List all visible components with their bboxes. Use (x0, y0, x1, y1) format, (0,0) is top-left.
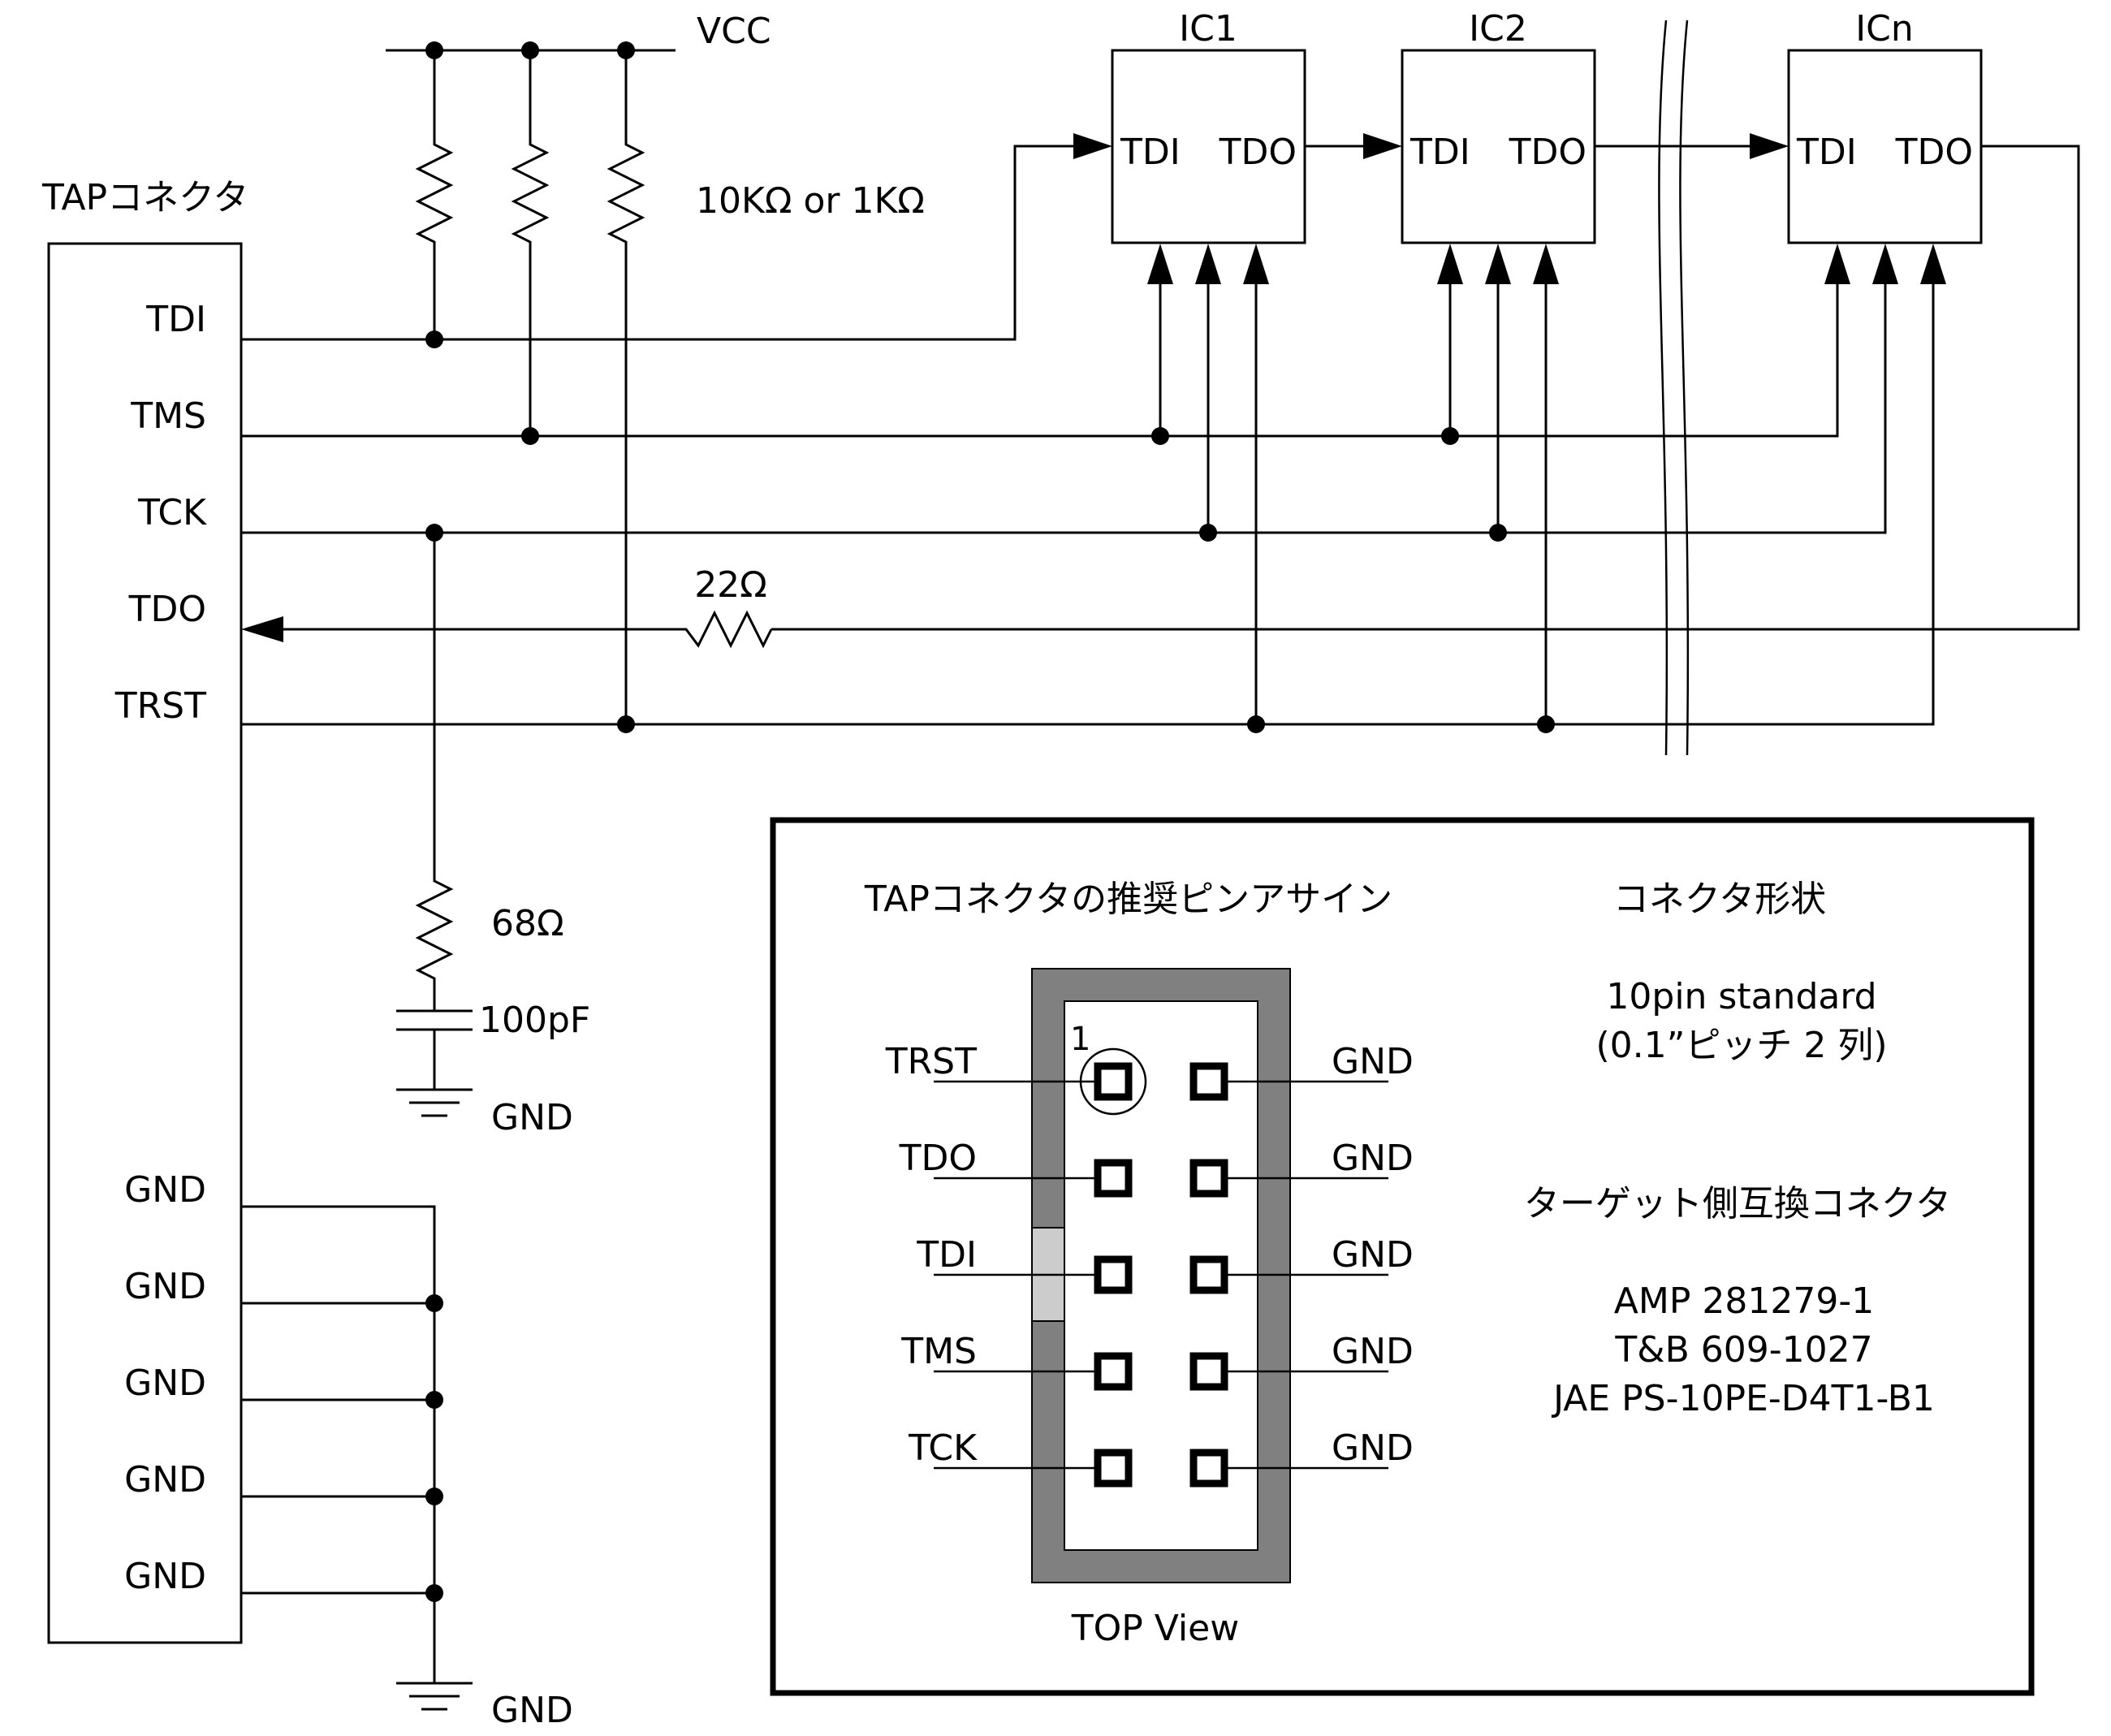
hdr-pin-gnd-2: GND (1332, 1138, 1414, 1179)
tap-connector-body (47, 242, 243, 1644)
ic1-tdi: TDI (1120, 132, 1181, 173)
connector-shape-line2: (0.1”ピッチ 2 列) (1595, 1025, 1887, 1066)
ic1-tdo: TDO (1219, 132, 1297, 173)
connector-shape-line1: 10pin standard (1606, 976, 1876, 1017)
arrow-icn-tdi (1750, 133, 1789, 159)
tap-pin-trst: TRST (114, 685, 206, 727)
hdr-pin-gnd-1: GND (1332, 1041, 1414, 1082)
compat-part-jae: JAE PS-10PE-D4T1-B1 (1551, 1378, 1935, 1419)
gnd-label-bus: GND (491, 1690, 573, 1731)
icn-tdi: TDI (1796, 132, 1857, 173)
term-resistor-label: 68Ω (491, 903, 564, 944)
pullup-resistors: 10KΩ or 1KΩ (415, 50, 925, 724)
tap-pin-tdi: TDI (145, 299, 206, 340)
tap-pin-gnd-4: GND (124, 1459, 206, 1501)
tap-pin-tdo: TDO (128, 589, 206, 630)
ic-chain: IC1 TDI TDO IC2 TDI TDO ICn TDI TDO (1111, 8, 1983, 244)
term-capacitor-label: 100pF (479, 1000, 590, 1041)
hdr-pin-tdo: TDO (899, 1138, 977, 1179)
vcc-label: VCC (697, 11, 771, 52)
info-box: TAPコネクタの推奨ピンアサイン (770, 817, 2035, 1696)
chain-break-mark (1658, 19, 1690, 756)
header-connector: 1 (934, 968, 1388, 1583)
icn-tdo: TDO (1895, 132, 1973, 173)
hdr-pin-trst: TRST (885, 1041, 977, 1082)
tap-pin-gnd-1: GND (124, 1169, 206, 1211)
hdr-pin-tdi: TDI (916, 1234, 977, 1276)
tap-pin-gnd-5: GND (124, 1556, 206, 1597)
compat-connector-title: ターゲット側互換コネクタ (1524, 1183, 1951, 1224)
tck-termination: 68Ω 100pF GND (396, 533, 590, 1138)
arrow-ic2-tdi (1363, 133, 1402, 159)
hdr-pin-gnd-4: GND (1332, 1331, 1414, 1372)
arrow-ic1-tdi (1073, 133, 1112, 159)
top-view-label: TOP View (1071, 1608, 1239, 1649)
ic2-tdo: TDO (1509, 132, 1586, 173)
icn-name: ICn (1855, 8, 1914, 50)
pin1-marker: 1 (1070, 1021, 1090, 1058)
ic2-tdi: TDI (1409, 132, 1470, 173)
arrow-tap-tdo (241, 616, 283, 642)
tap-pin-gnd-2: GND (124, 1266, 206, 1307)
gnd-label-term: GND (491, 1097, 573, 1138)
hdr-pin-tms: TMS (900, 1331, 977, 1372)
tap-connector-title: TAPコネクタ (41, 177, 248, 218)
compat-part-amp: AMP 281279-1 (1614, 1280, 1874, 1322)
ic2-name: IC2 (1469, 8, 1527, 50)
tap-connector: TAPコネクタ TDI TMS TCK TDO TRST GND GND GND… (41, 177, 248, 1644)
hdr-pin-gnd-3: GND (1332, 1234, 1414, 1276)
signal-wires: 22Ω (241, 133, 2080, 733)
vcc-rail: VCC (386, 11, 771, 59)
tap-pin-tck: TCK (137, 492, 207, 533)
ic1-name: IC1 (1179, 8, 1237, 50)
hdr-pin-gnd-5: GND (1332, 1427, 1414, 1469)
pin-assign-title: TAPコネクタの推奨ピンアサイン (864, 879, 1392, 920)
hdr-pin-tck: TCK (908, 1427, 978, 1469)
tap-pin-gnd-3: GND (124, 1362, 206, 1404)
pin1-circle (1079, 1047, 1147, 1116)
gnd-bus: GND (241, 1205, 573, 1731)
pullup-value-label: 10KΩ or 1KΩ (696, 180, 925, 222)
connector-shape-title: コネクタ形状 (1613, 879, 1826, 920)
tap-pin-tms: TMS (130, 395, 206, 437)
compat-part-tb: T&B 609-1027 (1614, 1329, 1872, 1371)
series-resistor-label: 22Ω (694, 564, 767, 606)
